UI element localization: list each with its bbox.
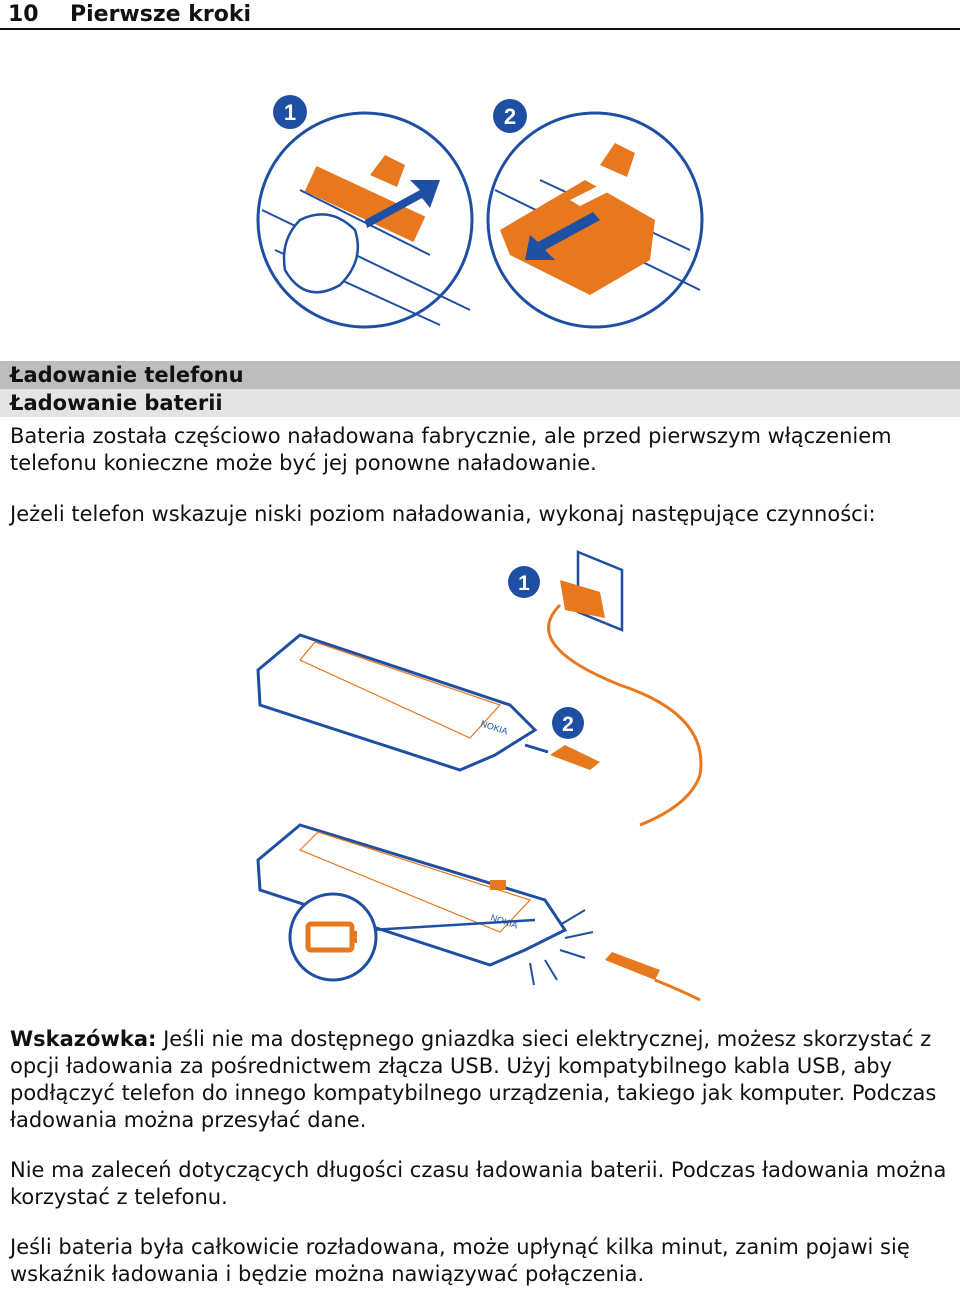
tip-text: Jeśli nie ma dostępnego gniazdka sieci e… (10, 1027, 937, 1132)
svg-text:2: 2 (504, 104, 516, 129)
insert-card-circle (256, 111, 474, 329)
wall-charger (547, 550, 703, 827)
battery-indicator-callout (288, 892, 378, 982)
phone-being-connected: NOKIA (256, 633, 600, 772)
svg-text:2: 2 (562, 713, 574, 736)
page-header: 10 Pierwsze kroki (0, 0, 960, 30)
card-inserted-circle (486, 111, 704, 329)
svg-text:1: 1 (518, 572, 530, 595)
charger-step1-badge: 1 (508, 566, 540, 598)
intro-paragraph: Bateria została częściowo naładowana fab… (10, 424, 892, 475)
svg-text:1: 1 (284, 100, 296, 125)
phone-charging: NOKIA (256, 823, 701, 1002)
empty-battery-paragraph: Jeśli bateria była całkowicie rozładowan… (10, 1235, 910, 1286)
subsection-title: Ładowanie baterii (0, 389, 960, 417)
memory-card-illustration: 1 2 (256, 95, 704, 329)
duration-paragraph: Nie ma zaleceń dotyczących długości czas… (10, 1158, 947, 1209)
tip-paragraph: Wskazówka: Jeśli nie ma dostępnego gniaz… (10, 1026, 955, 1134)
step1-badge: 1 (273, 95, 307, 129)
step2-badge: 2 (493, 99, 527, 133)
charger-step2-badge: 2 (552, 707, 584, 739)
page-title: Pierwsze kroki (70, 2, 252, 27)
section-title: Ładowanie telefonu (0, 361, 960, 389)
charging-illustration: 1 2 NOKIA NOKIA (256, 550, 703, 1002)
page-number: 10 (8, 2, 39, 27)
low-battery-paragraph: Jeżeli telefon wskazuje niski poziom nał… (10, 502, 876, 526)
tip-label: Wskazówka: (10, 1027, 157, 1051)
